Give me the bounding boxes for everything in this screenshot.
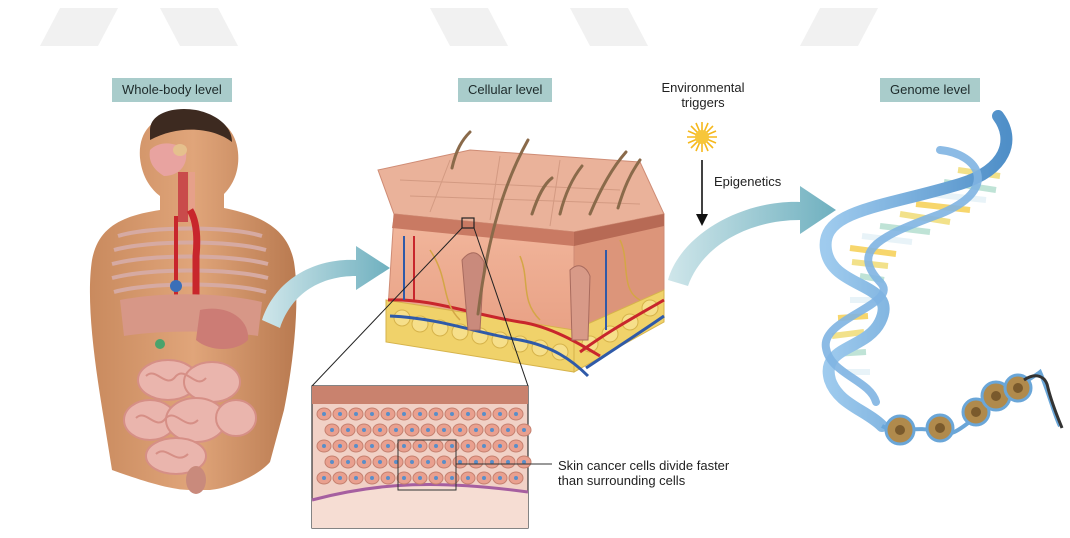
epigenetics-label: Epigenetics xyxy=(714,174,781,189)
whole-body-level-label: Whole-body level xyxy=(112,78,232,102)
whole-body-illustration xyxy=(90,109,296,494)
epigenetics-arrow xyxy=(696,160,708,226)
callout-line-1: Skin cancer cells divide faster xyxy=(558,458,729,473)
flow-arrow-cell-to-genome xyxy=(668,186,836,286)
watermark-bars xyxy=(40,8,878,46)
skin-block-illustration xyxy=(378,132,664,376)
cellular-level-label: Cellular level xyxy=(458,78,552,102)
callout-line-2: than surrounding cells xyxy=(558,473,729,488)
dna-helix-illustration xyxy=(826,116,1062,444)
environmental-triggers-label: Environmental triggers xyxy=(648,80,758,110)
sun-icon xyxy=(687,122,717,152)
genome-level-label: Genome level xyxy=(880,78,980,102)
skin-cancer-callout: Skin cancer cells divide faster than sur… xyxy=(558,458,729,488)
cell-inset xyxy=(312,386,552,528)
